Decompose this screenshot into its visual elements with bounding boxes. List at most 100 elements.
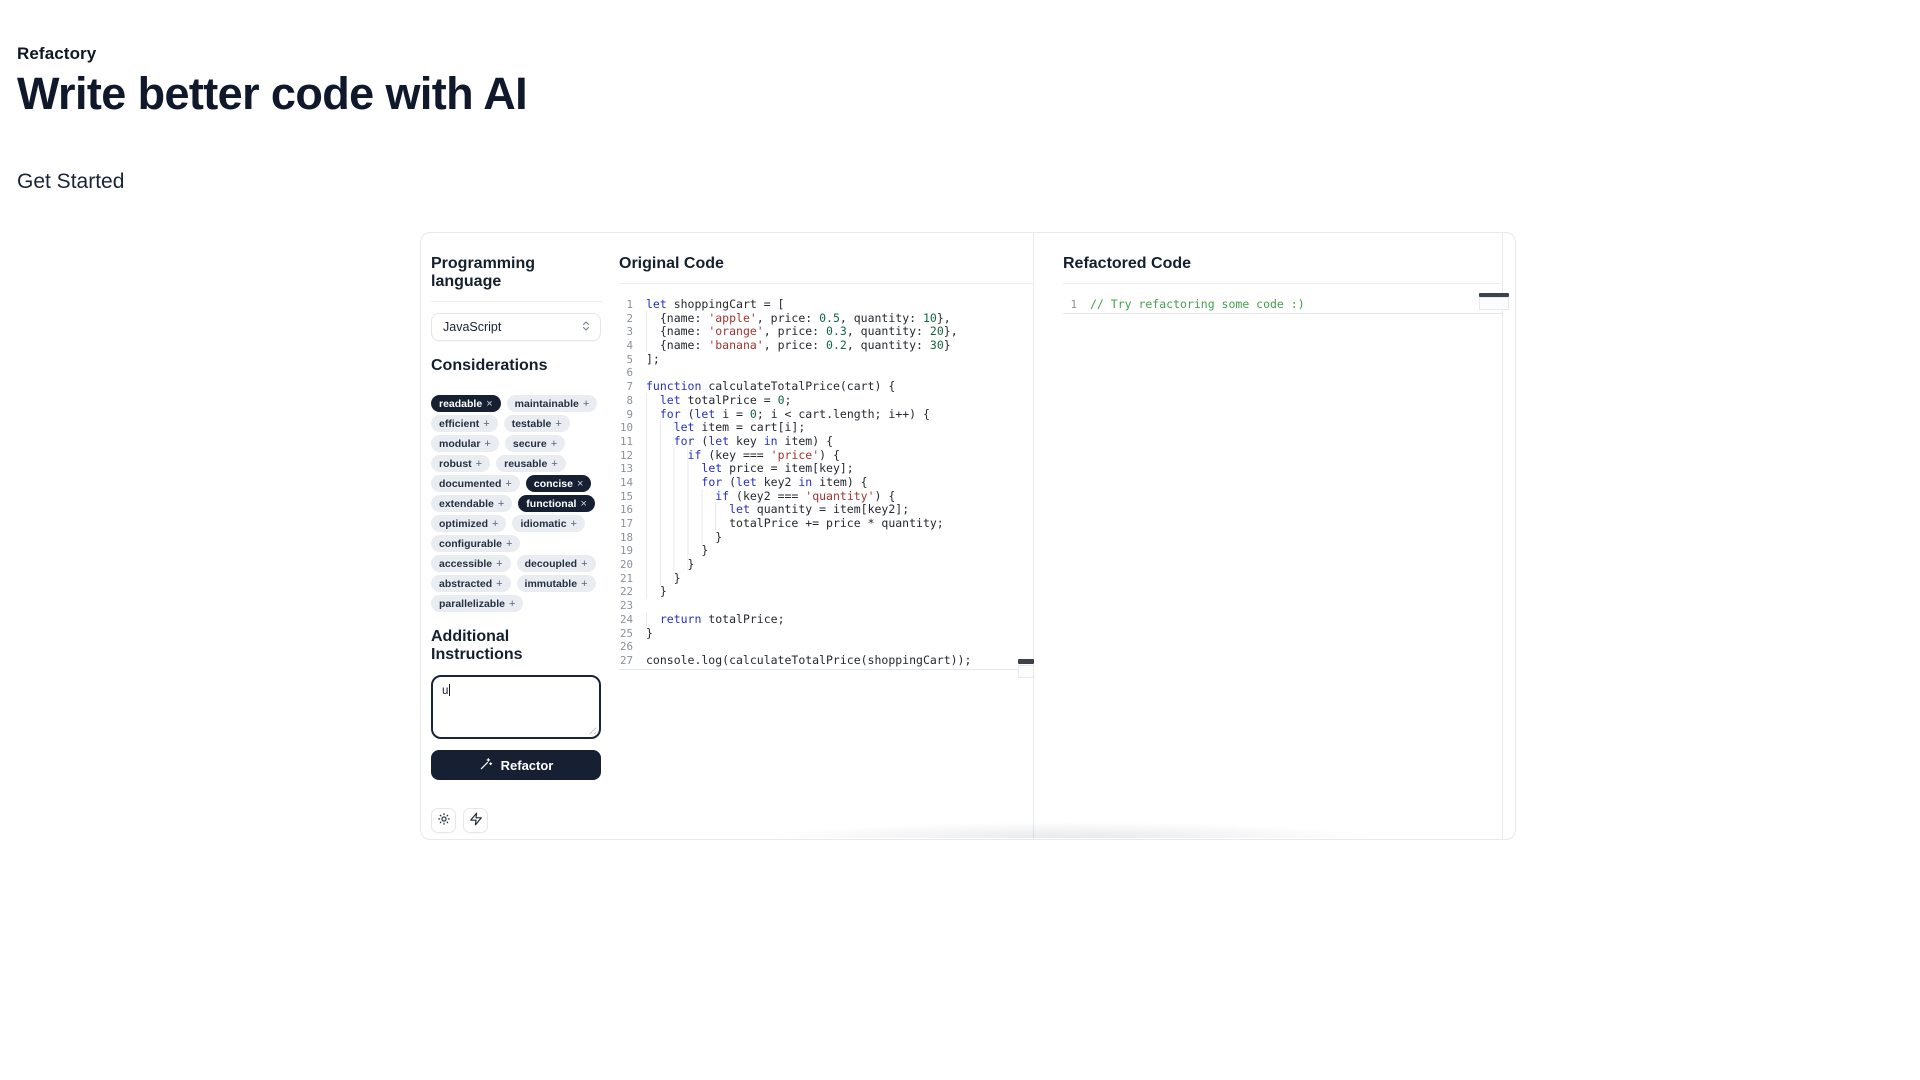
line-number: 1 — [626, 298, 633, 311]
code-text: let price = item[key]; — [633, 461, 854, 476]
scrollbar-thumb[interactable] — [1018, 658, 1034, 664]
tag-label: testable — [511, 417, 552, 430]
consideration-tag-robust[interactable]: robust+ — [431, 455, 491, 472]
add-icon: + — [506, 537, 513, 550]
refactored-code-editor[interactable]: 1 // Try refactoring some code :) — [1063, 293, 1509, 314]
brand: Refactory — [17, 44, 97, 63]
add-icon: + — [550, 437, 558, 450]
flash-toggle-button[interactable] — [463, 808, 488, 833]
code-text: let item = cart[i]; — [633, 420, 805, 435]
tag-label: modular — [439, 437, 481, 450]
consideration-tag-reusable[interactable]: reusable+ — [496, 455, 566, 472]
line-number: 1 — [1070, 298, 1077, 311]
page-title: Write better code with AI — [17, 68, 528, 119]
code-text: } — [633, 543, 708, 558]
consideration-tag-efficient[interactable]: efficient+ — [431, 415, 498, 432]
code-text: ]; — [646, 351, 660, 366]
tag-label: abstracted — [439, 577, 493, 590]
remove-icon: × — [580, 497, 587, 510]
code-text: // Try refactoring some code :) — [1090, 297, 1305, 311]
line-number: 23 — [619, 599, 633, 613]
line-number: 22 — [619, 585, 633, 599]
consideration-tag-readable[interactable]: readable× — [431, 395, 501, 412]
tag-label: configurable — [439, 537, 503, 550]
instructions-text: u — [442, 685, 449, 697]
resize-handle[interactable] — [588, 726, 596, 734]
code-line: 9 for (let i = 0; i < cart.length; i++) … — [619, 406, 1033, 422]
consideration-tag-testable[interactable]: testable+ — [503, 415, 570, 432]
tag-label: immutable — [524, 577, 578, 590]
consideration-tag-idiomatic[interactable]: idiomatic+ — [512, 515, 585, 532]
code-line: 4 {name: 'banana', price: 0.2, quantity:… — [619, 338, 1033, 353]
code-text: } — [633, 557, 694, 572]
code-text: } — [633, 584, 667, 599]
chevrons-up-down-icon — [580, 320, 592, 335]
add-icon: + — [475, 457, 483, 470]
refactor-button[interactable]: Refactor — [431, 750, 601, 780]
consideration-tag-parallelizable[interactable]: parallelizable+ — [431, 595, 524, 612]
text-caret — [449, 684, 451, 696]
code-line: 25} — [619, 625, 1033, 641]
refactor-panel: Programming language JavaScript Consider… — [420, 232, 1516, 840]
consideration-tag-abstracted[interactable]: abstracted+ — [431, 575, 511, 592]
consideration-tag-decoupled[interactable]: decoupled+ — [516, 555, 596, 572]
zap-icon — [469, 812, 483, 829]
consideration-tag-configurable[interactable]: configurable+ — [431, 535, 521, 552]
code-line: 26 — [619, 640, 1033, 654]
code-line: 15 if (key2 === 'quantity') { — [619, 488, 1033, 504]
tag-label: robust — [439, 457, 472, 470]
instructions-textarea[interactable]: u — [431, 675, 601, 739]
add-icon: + — [570, 517, 577, 530]
consideration-tag-optimized[interactable]: optimized+ — [431, 515, 507, 532]
code-line: 12 if (key === 'price') { — [619, 447, 1033, 463]
original-code-title: Original Code — [619, 233, 1033, 284]
consideration-tag-extendable[interactable]: extendable+ — [431, 495, 513, 512]
tag-label: maintainable — [514, 397, 579, 410]
scrollbar-thumb[interactable] — [1479, 293, 1509, 297]
consideration-tag-concise[interactable]: concise× — [525, 475, 592, 492]
footer-icon-buttons — [431, 808, 488, 833]
consideration-tag-secure[interactable]: secure+ — [504, 435, 566, 452]
line-number: 12 — [619, 448, 633, 462]
scrollbar-corner — [1479, 297, 1509, 310]
consideration-tag-documented[interactable]: documented+ — [431, 475, 520, 492]
tag-label: documented — [439, 477, 502, 490]
line-number: 9 — [626, 407, 633, 421]
code-line: 2 {name: 'apple', price: 0.5, quantity: … — [619, 310, 1033, 326]
code-text: } — [633, 570, 681, 586]
line-number: 14 — [619, 475, 633, 489]
language-select[interactable]: JavaScript — [431, 313, 601, 341]
code-text — [633, 599, 646, 613]
tag-label: extendable — [439, 497, 494, 510]
consideration-tag-modular[interactable]: modular+ — [431, 435, 499, 452]
code-text: } — [646, 625, 653, 640]
refactored-code-lines: 1 // Try refactoring some code :) — [1063, 297, 1502, 312]
line-number: 18 — [619, 530, 633, 544]
consideration-tag-immutable[interactable]: immutable+ — [516, 575, 596, 592]
add-icon: + — [483, 417, 490, 430]
tag-label: functional — [526, 497, 577, 510]
consideration-tag-functional[interactable]: functional× — [518, 495, 595, 512]
get-started-link[interactable]: Get Started — [17, 170, 125, 193]
code-line: 11 for (let key in item) { — [619, 433, 1033, 449]
code-line: 24 return totalPrice; — [619, 611, 1033, 627]
add-icon: + — [484, 437, 491, 450]
code-text: let totalPrice = 0; — [633, 392, 791, 408]
line-number: 15 — [619, 489, 633, 503]
theme-toggle-button[interactable] — [431, 808, 456, 833]
consideration-tag-accessible[interactable]: accessible+ — [431, 555, 511, 572]
line-number: 24 — [619, 612, 633, 626]
code-text: {name: 'apple', price: 0.5, quantity: 10… — [633, 310, 951, 326]
consideration-tag-maintainable[interactable]: maintainable+ — [506, 395, 598, 412]
tag-label: concise — [533, 477, 573, 490]
code-text: {name: 'banana', price: 0.2, quantity: 3… — [633, 338, 951, 353]
code-line: 23 — [619, 599, 1033, 613]
instructions-label: Additional Instructions — [431, 628, 523, 663]
code-text: function calculateTotalPrice(cart) { — [646, 379, 896, 394]
